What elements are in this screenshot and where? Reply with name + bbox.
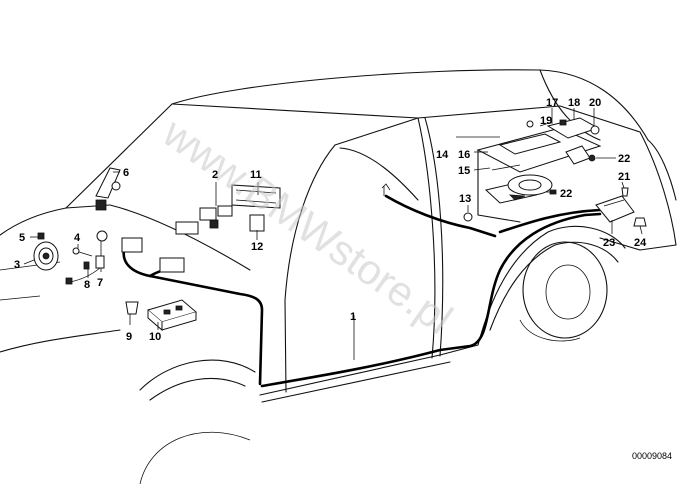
callout-13: 13 <box>459 193 471 205</box>
callout-9: 9 <box>126 331 132 343</box>
callout-22-lower: 22 <box>560 188 572 200</box>
part-2-radio-connectors <box>175 205 233 235</box>
part-17-20-rear-tweeter <box>526 117 600 139</box>
callout-21: 21 <box>618 171 630 183</box>
part-10-control-unit <box>146 299 198 332</box>
watermark-text: www.BMWstore.pl <box>154 108 461 343</box>
part-3-speaker <box>33 241 59 271</box>
callout-18: 18 <box>568 97 580 109</box>
callout-15: 15 <box>458 165 470 177</box>
part-11-radio-bracket <box>231 184 281 209</box>
part-21-screw <box>621 187 629 197</box>
callout-7: 7 <box>97 277 103 289</box>
callout-23: 23 <box>603 237 615 249</box>
leader-lines <box>23 108 643 360</box>
callout-11: 11 <box>250 169 262 181</box>
callout-8: 8 <box>84 279 90 291</box>
part-24-nut <box>633 217 647 227</box>
part-14-16-rear-shelf <box>476 127 602 223</box>
part-22-speaker-upper <box>565 145 596 165</box>
part-9-fuse <box>125 301 139 315</box>
door-connector <box>381 183 391 196</box>
callout-4: 4 <box>74 232 81 244</box>
callout-22-upper: 22 <box>618 153 630 165</box>
callout-17: 17 <box>546 97 558 109</box>
callout-19: 19 <box>540 115 552 127</box>
connector-front <box>65 237 185 285</box>
callout-16: 16 <box>458 149 470 161</box>
part-5-clip <box>37 232 45 240</box>
callout-6: 6 <box>123 167 129 179</box>
callouts: 1 2 3 4 5 6 7 8 9 10 11 12 13 14 15 16 1… <box>14 97 647 343</box>
callout-24: 24 <box>634 237 647 249</box>
callout-3: 3 <box>14 259 20 271</box>
callout-14: 14 <box>436 149 449 161</box>
part-13-grommet <box>463 212 473 222</box>
callout-2: 2 <box>212 169 218 181</box>
diagram-code: 00009084 <box>632 451 672 461</box>
callout-10: 10 <box>149 331 161 343</box>
callout-20: 20 <box>589 97 601 109</box>
part-7-connector <box>95 230 108 269</box>
part-4-screw <box>72 247 93 257</box>
part-8-terminal <box>83 261 90 270</box>
part-6-tweeter <box>95 167 121 211</box>
callout-1: 1 <box>350 311 356 323</box>
part-15-speaker-rear <box>507 174 553 201</box>
part-23-amplifier <box>595 195 635 223</box>
callout-12: 12 <box>251 241 263 253</box>
callout-5: 5 <box>19 232 25 244</box>
